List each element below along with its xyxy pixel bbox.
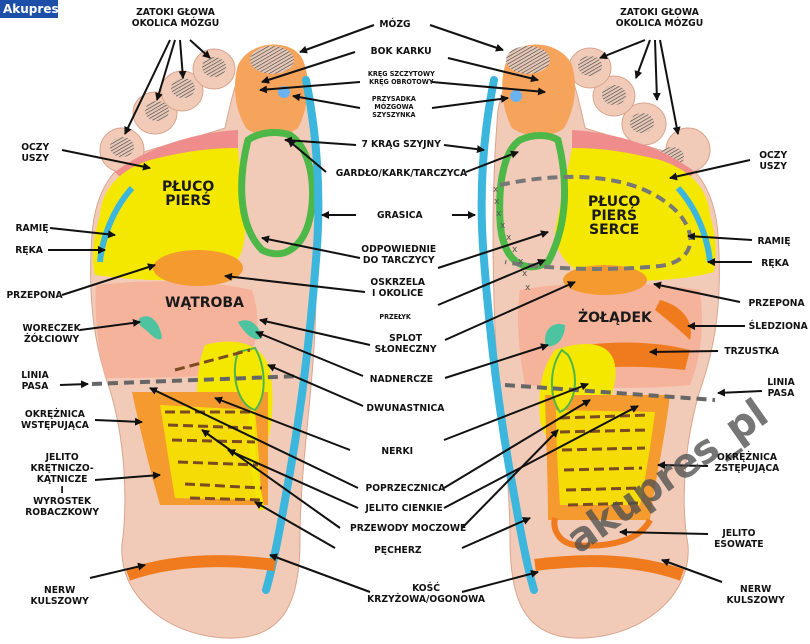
left-toe-4-pad <box>145 101 169 121</box>
label-krag7: 7 KRĄG SZYJNY <box>361 139 441 150</box>
left-foot <box>90 44 323 639</box>
right-colon-dashes <box>559 413 651 507</box>
right-waist-line <box>504 383 716 402</box>
label-przelyk: PRZEŁYK <box>379 313 411 321</box>
left-waist-line <box>91 374 301 386</box>
label-oskrzela: OSKRZELA I OKOLICE <box>370 277 425 299</box>
label-krag: KRĘG SZCZYTOWY KRĘG OBROTOWY <box>367 70 435 86</box>
label-left-jelito: JELITO KRĘTNICZO- KĄTNICZE I WYROSTEK RO… <box>25 452 100 518</box>
label-left-okreznica: OKRĘŻNICA WSTĘPUJĄCA <box>20 409 89 431</box>
svg-text:x: x <box>493 185 499 195</box>
label-kosc: KOŚĆ KRZYŻOWA/OGONOWA <box>367 583 485 605</box>
right-thyroid-ring <box>496 132 569 271</box>
svg-text:x: x <box>512 245 518 255</box>
right-shoulder-line <box>675 185 713 263</box>
right-lung-zone <box>555 148 716 281</box>
label-right-okreznica: OKRĘŻNICA ZSTĘPUJĄCA <box>714 452 780 474</box>
left-kidney <box>233 346 265 412</box>
svg-text:x: x <box>496 209 502 219</box>
left-diaphragm-oval <box>153 250 243 286</box>
left-lung-zone <box>92 148 246 281</box>
left-colon-dashes <box>165 348 263 502</box>
label-right-zatoki: ZATOKI GŁOWA OKOLICA MÓZGU <box>615 7 704 29</box>
right-toe-4-pad <box>630 113 654 133</box>
right-esophagus-marks: xxx xxx xxx <box>493 185 531 293</box>
label-right-jelito: JELITO ESOWATE <box>714 528 764 550</box>
label-splot: SPLOT SŁONECZNY <box>374 333 437 355</box>
left-shoulder-line <box>97 185 135 263</box>
right-spleen <box>655 300 691 340</box>
label-gardlo: GARDŁO/KARK/TARCZYCA <box>335 168 468 179</box>
label-right-sledziona: ŚLEDZIONA <box>748 321 808 332</box>
label-left-nerw: NERW KULSZOWY <box>30 585 89 607</box>
right-pituitary-dot <box>510 90 522 102</box>
right-heart-outline <box>499 174 693 271</box>
svg-text:x: x <box>506 233 512 243</box>
label-jelito-cienkie: JELITO CIENKIE <box>365 503 443 514</box>
svg-text:x: x <box>525 283 531 293</box>
label-poprzecznica: POPRZECZNICA <box>365 483 446 494</box>
label-left-zatoki: ZATOKI GŁOWA OKOLICA MÓZGU <box>131 7 220 29</box>
zone-zoladek: ŻOŁĄDEK <box>578 310 652 326</box>
right-toe-2-pad <box>578 56 602 76</box>
right-sciatic-band <box>534 555 685 581</box>
right-foot: xxx xxx xxx <box>477 44 720 639</box>
label-nadnercze: NADNERCZE <box>369 374 433 385</box>
svg-text:x: x <box>518 257 524 267</box>
right-spine-line <box>477 76 538 594</box>
label-pecherz: PĘCHERZ <box>374 545 422 556</box>
zone-pluco-left: PŁUCO PIERŚ <box>162 179 215 209</box>
label-left-woreczek: WORECZEK ŻÓŁCIOWY <box>22 323 81 345</box>
right-small-intestine <box>556 410 655 505</box>
label-grasica: GRASICA <box>376 210 423 221</box>
label-right-oczy: OCZY USZY <box>759 150 788 172</box>
label-mozg: MÓZG <box>379 19 411 30</box>
zone-pluco-right: PŁUCO PIERŚ SERCE <box>588 194 641 238</box>
label-right-ramie: RAMIĘ <box>757 236 791 247</box>
label-nerki: NERKI <box>381 446 413 457</box>
left-gallbladder <box>138 316 162 340</box>
left-toe-3-pad <box>171 78 195 98</box>
label-bok-karku: BOK KARKU <box>370 46 432 57</box>
right-diaphragm-oval <box>563 265 647 295</box>
right-toe-3-pad <box>602 85 626 105</box>
right-big-toe-pad <box>506 46 550 74</box>
left-toe-5-pad <box>110 137 134 157</box>
left-toe-2-pad <box>202 57 226 77</box>
label-left-reka: RĘKA <box>15 245 43 256</box>
left-thyroid-ring <box>238 129 317 258</box>
svg-text:x: x <box>494 197 500 207</box>
label-left-ramie: RAMIĘ <box>15 223 49 234</box>
label-right-nerw: NERW KULSZOWY <box>726 584 785 606</box>
label-left-oczy: OCZY USZY <box>21 142 50 164</box>
label-right-reka: RĘKA <box>761 258 789 269</box>
akupres-logo[interactable]: Akupres <box>0 0 59 18</box>
label-odpowiednie: ODPOWIEDNIE DO TARCZYCY <box>361 244 437 266</box>
svg-text:x: x <box>500 221 506 231</box>
right-adrenal <box>544 323 565 347</box>
left-big-toe-pad <box>250 46 294 74</box>
zone-watroba: WĄTROBA <box>165 295 244 311</box>
label-left-przepona: PRZEPONA <box>6 290 63 301</box>
pointer-lines <box>48 24 763 593</box>
left-spine-line <box>262 76 323 594</box>
label-przysadka: PRZYSADKA MÓZGOWA SZYSZYNKA <box>371 95 416 119</box>
label-dwunastnica: DWUNASTNICA <box>366 403 445 414</box>
label-left-linia: LINIA PASA <box>21 370 49 392</box>
svg-text:x: x <box>522 269 528 279</box>
label-przewody: PRZEWODY MOCZOWE <box>350 523 467 534</box>
label-right-trzustka: TRZUSTKA <box>724 346 780 357</box>
label-right-przepona: PRZEPONA <box>748 298 805 309</box>
label-right-linia: LINIA PASA <box>767 377 795 399</box>
